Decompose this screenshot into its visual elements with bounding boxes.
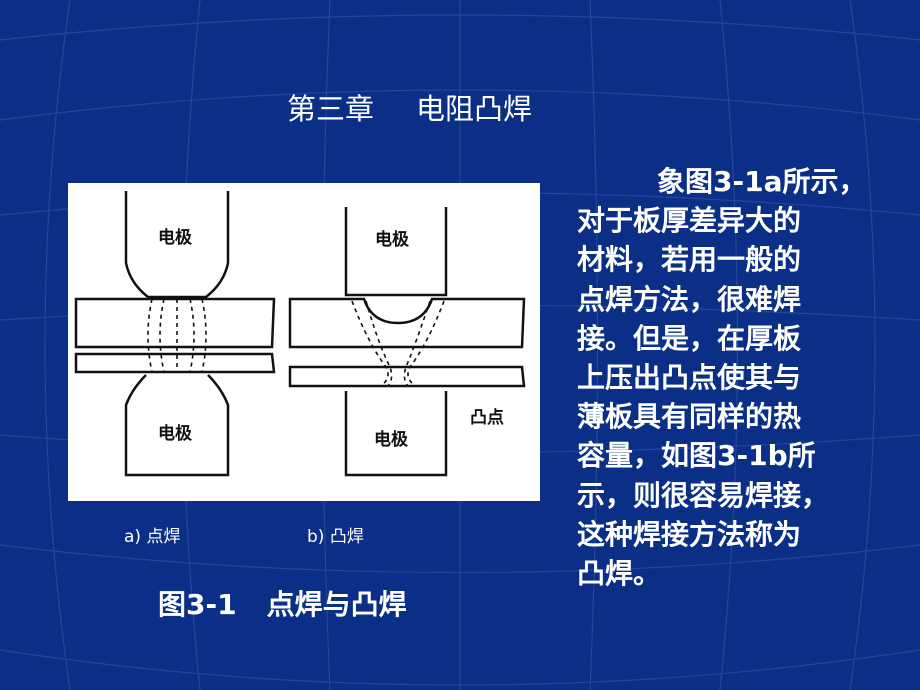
spot-top-electrode-label: 电极 <box>158 227 192 248</box>
body-line: 点焊方法，很难焊 <box>577 282 802 316</box>
figure-caption-number: 图3-1 <box>158 588 237 621</box>
figure-caption: 图3-1 点焊与凸焊 <box>158 583 407 623</box>
welding-figure: 电极 电极 电极 电极 凸点 <box>68 183 540 501</box>
slide-title: 第三章 电阻凸焊 <box>287 86 532 128</box>
body-line: 象图3-1a所示， <box>657 165 867 198</box>
body-line: 接。但是，在厚板 <box>577 321 802 355</box>
body-line: 薄板具有同样的热 <box>577 400 802 434</box>
proj-top-electrode <box>344 207 448 297</box>
body-line: 示，则很容易焊接， <box>577 478 830 512</box>
body-line: 上压出凸点使其与 <box>577 361 802 395</box>
proj-bottom-electrode <box>344 391 448 477</box>
caption-sub-b: b) 凸焊 <box>307 527 364 547</box>
proj-bottom-electrode-label: 电极 <box>374 429 408 450</box>
body-line: 凸焊。 <box>577 557 662 591</box>
body-line: 容量，如图3-1b所 <box>577 439 816 473</box>
body-line: 这种焊接方法称为 <box>577 517 802 551</box>
title-topic: 电阻凸焊 <box>416 92 533 126</box>
spot-sheet-thick <box>74 297 276 349</box>
body-line: 对于板厚差异大的 <box>577 204 802 238</box>
caption-sub-a: a) 点焊 <box>124 527 181 547</box>
figure-caption-text: 点焊与凸焊 <box>266 588 407 621</box>
title-chapter: 第三章 <box>287 92 375 126</box>
spot-bottom-electrode <box>124 374 230 477</box>
spot-top-electrode <box>124 191 230 299</box>
spot-bottom-electrode-label: 电极 <box>158 423 192 444</box>
spot-sheet-thin <box>74 352 276 374</box>
proj-sheet-thick <box>288 297 526 349</box>
proj-top-electrode-label: 电极 <box>375 229 409 250</box>
projection-label: 凸点 <box>470 407 504 428</box>
welding-diagram: 电极 电极 电极 电极 凸点 <box>74 191 526 477</box>
body-paragraph: 象图3-1a所示， 对于板厚差异大的 材料，若用一般的 点焊方法，很难焊 接。但… <box>577 162 907 593</box>
proj-sheet-thin <box>288 365 526 388</box>
body-line: 材料，若用一般的 <box>577 243 802 277</box>
